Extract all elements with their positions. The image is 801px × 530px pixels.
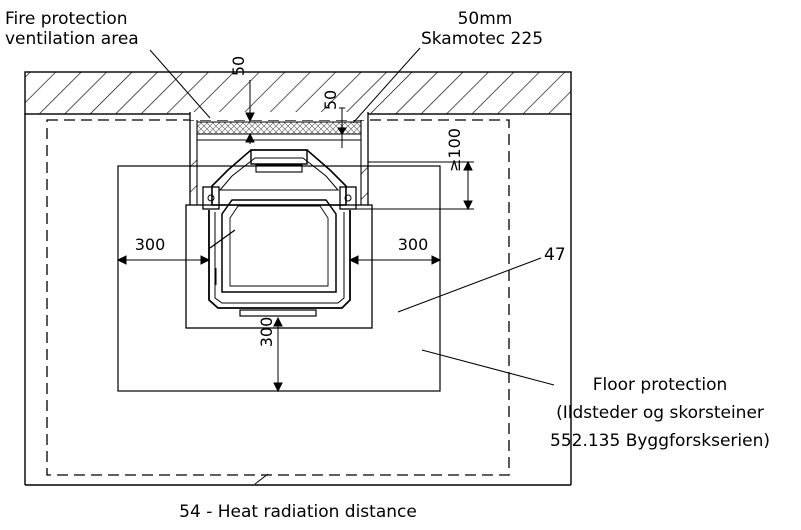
dimension-insulation-label: 50 [321, 90, 340, 110]
heat-radiation-label: 54 - Heat radiation distance [179, 502, 417, 522]
dimension-right-clearance-label: 300 [398, 235, 429, 254]
fire-protection-label: Fire protection [5, 9, 128, 29]
dimension-left-clearance [116, 255, 211, 265]
wall-structure [24, 71, 572, 486]
dimension-left-clearance-label: 300 [135, 235, 166, 254]
dimension-top-gap-label: 50 [229, 56, 248, 76]
insulation-thickness-label: 50mm [458, 9, 513, 29]
dimension-side-min [356, 160, 474, 211]
floor-protection-area [117, 165, 441, 392]
floor-protection-ref-line2: 552.135 Byggforskserien) [550, 431, 770, 451]
ventilation-area-label: ventilation area [5, 29, 139, 49]
dimension-front-clearance [273, 316, 283, 393]
floor-protection-ref-line1: (Ildsteder og skorsteiner [556, 403, 764, 423]
dimension-insulation [337, 107, 347, 148]
dimension-side-min-label: ≥100 [445, 128, 464, 172]
dimension-front-clearance-label: 300 [257, 317, 276, 348]
floor-protection-label: Floor protection [593, 375, 728, 395]
dimension-right-clearance [348, 255, 442, 265]
dimension-top-gap [245, 80, 255, 144]
leader-lines [149, 47, 555, 485]
insulation-material-label: Skamotec 225 [421, 29, 543, 49]
fire-protection-enclosure [185, 112, 373, 329]
fireplace-insert [202, 149, 357, 317]
skamotec-insulation [196, 121, 362, 135]
item-47-label: 47 [544, 245, 566, 265]
